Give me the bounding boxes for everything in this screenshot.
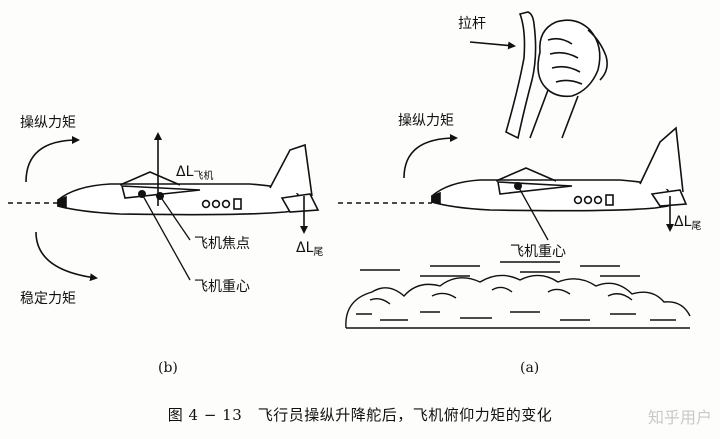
tail-lift-label-a: ΔL尾: [674, 214, 701, 232]
focus-label: 飞机焦点: [194, 236, 250, 252]
focus-leader-line: [159, 195, 191, 241]
stable-moment-label: 稳定力矩: [20, 291, 76, 307]
cg-label-a: 飞机重心: [510, 244, 566, 260]
cg-label-b: 飞机重心: [194, 279, 250, 295]
operate-moment-label-a: 操纵力矩: [398, 113, 454, 129]
panel-b-airplane: [8, 143, 320, 216]
cg-leader-line-a: [517, 185, 549, 241]
figure-drawing: 操纵力矩 稳定力矩 ΔL飞机 ΔL尾 飞机焦点 飞机重心 (b): [8, 11, 701, 376]
tail-lift-label-b: ΔL尾: [296, 240, 323, 258]
plane-lift-label: ΔL飞机: [176, 164, 213, 182]
operate-moment-arc-a: [403, 134, 458, 179]
figure-caption: 图 4 − 13 飞行员操纵升降舵后，飞机俯仰力矩的变化: [167, 406, 553, 424]
pull-arrow: [469, 41, 516, 50]
panel-b-label: (b): [158, 360, 178, 376]
panel-a-label: (a): [520, 360, 539, 376]
clouds-illustration: [345, 261, 691, 329]
watermark: 知乎用户: [647, 408, 712, 427]
operate-moment-arc-b: [25, 136, 80, 183]
hand-pulling-stick-illustration: [505, 11, 608, 140]
cg-leader-line-b: [141, 193, 191, 281]
stable-moment-arc: [35, 231, 98, 282]
operate-moment-label-b: 操纵力矩: [20, 115, 76, 131]
pull-stick-label: 拉杆: [458, 16, 486, 32]
panel-a-airplane: [338, 126, 688, 212]
